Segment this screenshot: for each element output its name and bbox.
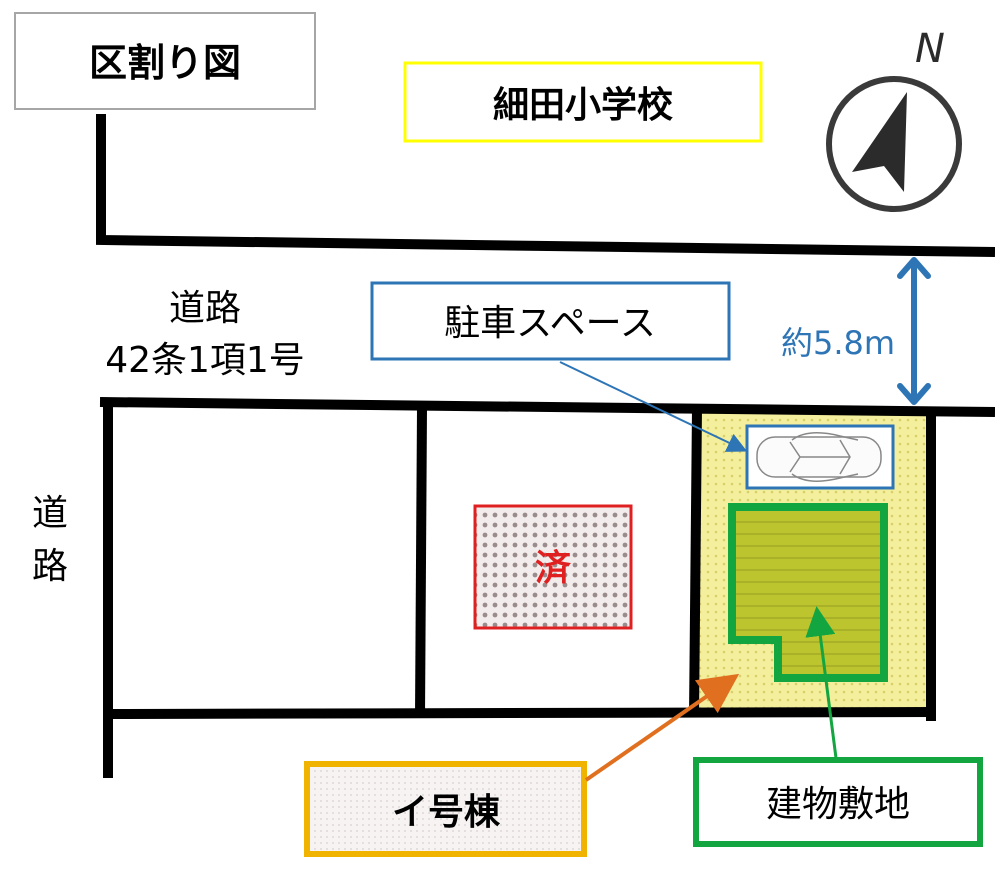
sold-marker: [473, 504, 633, 630]
title-text: 区割り図: [89, 41, 241, 85]
north-compass-icon: N: [826, 26, 962, 212]
sold-text: 済: [535, 548, 571, 589]
road-top-label-1: 道路: [169, 288, 241, 329]
building-site-area: [728, 503, 888, 682]
parking-label-box: [370, 281, 731, 361]
title-box: [14, 12, 316, 110]
parking-label: 駐車スペース: [444, 303, 656, 344]
lot-label-box: [304, 761, 587, 857]
lot-label: イ号棟: [392, 792, 501, 833]
road-top-label-2: 42条1項1号: [105, 340, 305, 381]
width-label: 約5.8m: [781, 324, 895, 362]
building-label: 建物敷地: [766, 784, 910, 825]
width-dimension: [897, 257, 931, 405]
school-boundary-line: [96, 114, 995, 257]
building-pointer-arrow: [805, 606, 838, 759]
school-text: 細田小学校: [493, 84, 673, 126]
school-box: [403, 61, 763, 143]
lot-pointer-arrow: [584, 673, 740, 782]
car-icon: [756, 432, 882, 482]
road-left-label-1: 道: [32, 493, 68, 534]
road-left-label-2: 路: [32, 546, 68, 587]
parking-pointer-arrow: [559, 361, 748, 452]
building-label-box: [693, 757, 983, 847]
north-label: N: [915, 26, 945, 72]
parcel-lines: [99, 397, 995, 778]
